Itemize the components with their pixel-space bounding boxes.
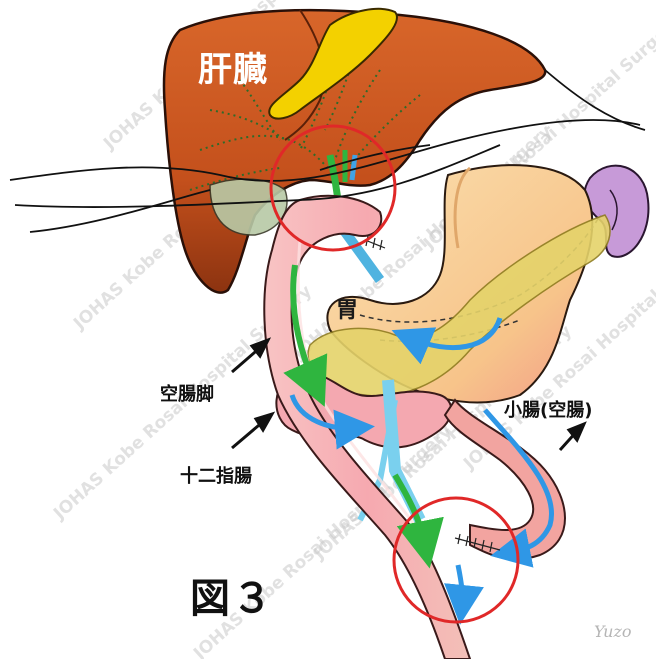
figure-number-label: 図３	[190, 566, 274, 624]
stomach-label: 胃	[336, 292, 358, 324]
duodenum-label: 十二指腸	[180, 462, 252, 488]
artist-signature: Yuzo	[594, 622, 632, 641]
small-intestine-label: 小腸(空腸)	[504, 396, 592, 422]
jejunal-limb-label: 空腸脚	[160, 380, 214, 406]
liver-label: 肝臓	[198, 42, 268, 91]
food-flow-arrow-bottom	[458, 565, 462, 605]
